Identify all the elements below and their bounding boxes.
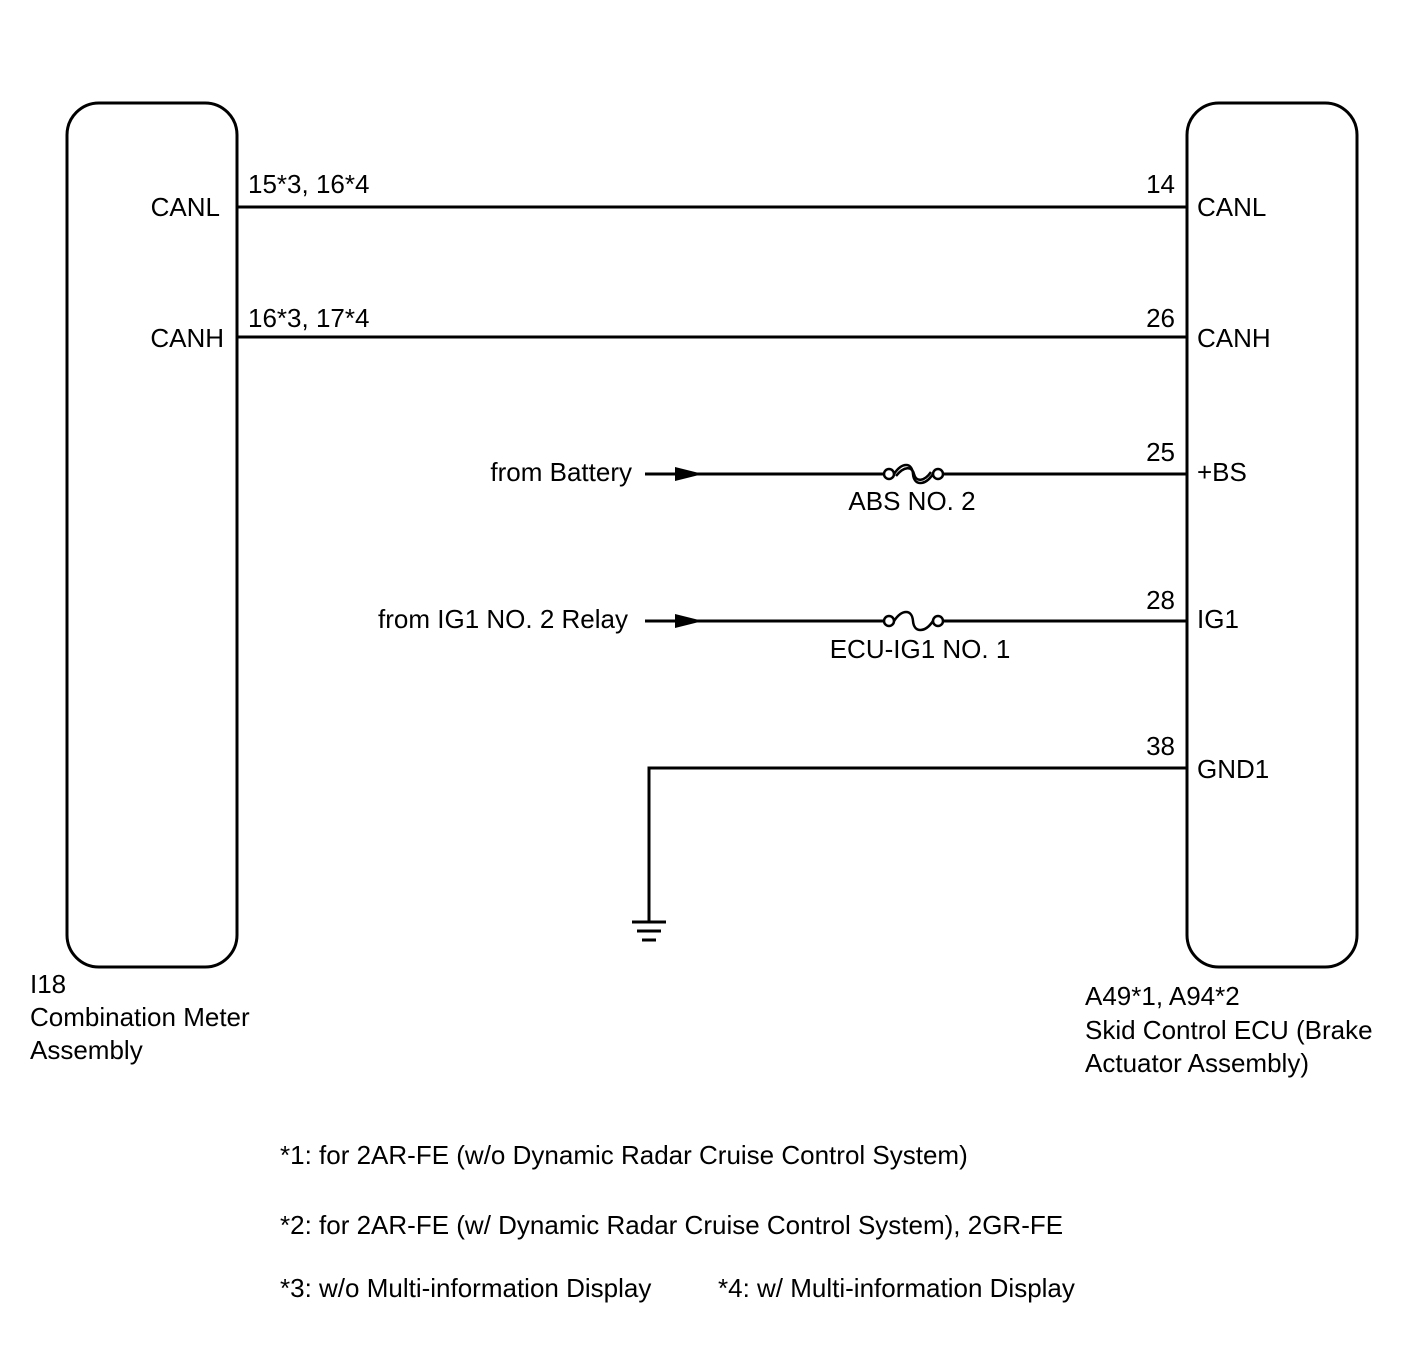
right-component-code: A49*1, A94*2 <box>1085 981 1240 1011</box>
left-pin-canl: 15*3, 16*4 <box>248 169 369 199</box>
left-component-name-line2: Assembly <box>30 1035 143 1065</box>
right-terminal-canh: CANH <box>1197 323 1271 353</box>
right-component-name-line1: Skid Control ECU (Brake <box>1085 1015 1373 1045</box>
left-component-name-line1: Combination Meter <box>30 1002 250 1032</box>
fuse-ecu-ig1-label: ECU-IG1 NO. 1 <box>830 634 1011 664</box>
left-component-code: I18 <box>30 969 66 999</box>
footnote-2: *2: for 2AR-FE (w/ Dynamic Radar Cruise … <box>280 1210 1063 1240</box>
right-pin-bs: 25 <box>1146 437 1175 467</box>
right-terminal-ig1: IG1 <box>1197 604 1239 634</box>
right-pin-canl: 14 <box>1146 169 1175 199</box>
footnote-1: *1: for 2AR-FE (w/o Dynamic Radar Cruise… <box>280 1140 968 1170</box>
source-ig1-relay-label: from IG1 NO. 2 Relay <box>378 604 628 634</box>
right-pin-canh: 26 <box>1146 303 1175 333</box>
left-terminal-canl: CANL <box>151 192 220 222</box>
right-pin-gnd1: 38 <box>1146 731 1175 761</box>
battery-feed <box>645 463 1187 485</box>
right-component-name-line2: Actuator Assembly) <box>1085 1048 1309 1078</box>
ground-wire <box>632 766 1187 942</box>
ecu-ig1-fuse-icon <box>882 610 945 632</box>
fuse-abs-label: ABS NO. 2 <box>848 486 975 516</box>
right-terminal-canl: CANL <box>1197 192 1266 222</box>
footnote-3: *3: w/o Multi-information Display <box>280 1273 651 1303</box>
source-battery-label: from Battery <box>490 457 632 487</box>
left-terminal-canh: CANH <box>150 323 224 353</box>
right-pin-ig1: 28 <box>1146 585 1175 615</box>
ground-icon <box>632 920 666 942</box>
footnote-4: *4: w/ Multi-information Display <box>718 1273 1075 1303</box>
right-terminal-gnd1: GND1 <box>1197 754 1269 784</box>
right-terminal-bs: +BS <box>1197 457 1247 487</box>
battery-arrow-icon <box>675 467 703 481</box>
left-pin-canh: 16*3, 17*4 <box>248 303 369 333</box>
combination-meter-box <box>65 101 239 969</box>
ig1-arrow-icon <box>675 614 703 628</box>
abs-fuse-icon <box>882 463 945 485</box>
ig1-feed <box>645 610 1187 632</box>
skid-control-ecu-box <box>1185 101 1359 969</box>
